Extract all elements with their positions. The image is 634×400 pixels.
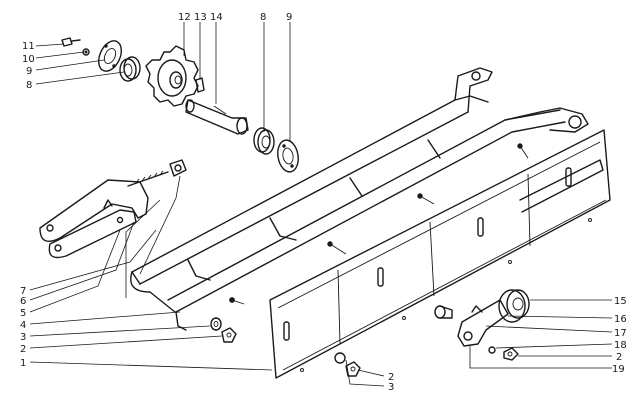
label-8-left: 8	[26, 80, 32, 91]
label-1: 1	[20, 358, 26, 369]
label-14: 14	[210, 12, 223, 23]
shaft-parts-right	[253, 127, 299, 173]
tensioner-group	[434, 289, 530, 361]
label-3-bottom: 3	[388, 382, 394, 393]
label-5: 5	[20, 308, 26, 319]
label-17: 17	[614, 328, 627, 339]
label-6: 6	[20, 296, 26, 307]
label-13: 13	[194, 12, 207, 23]
label-18: 18	[614, 340, 627, 351]
label-15: 15	[614, 296, 627, 307]
label-7: 7	[20, 286, 26, 297]
label-2-bottom: 2	[388, 372, 394, 383]
shaft-parts-left	[61, 37, 141, 82]
label-12: 12	[178, 12, 191, 23]
key-and-shaft	[185, 77, 249, 135]
fasteners-left	[210, 317, 361, 377]
label-3-left: 3	[20, 332, 26, 343]
label-2-left: 2	[20, 344, 26, 355]
label-19: 19	[612, 364, 625, 375]
leader-lines	[29, 22, 613, 387]
label-9-top: 9	[286, 12, 292, 23]
fork-bracket	[39, 159, 187, 259]
sprocket	[145, 45, 199, 107]
label-16: 16	[614, 314, 627, 325]
side-plate	[269, 129, 611, 379]
frame-assembly	[130, 67, 589, 331]
label-11: 11	[22, 41, 35, 52]
part-number-labels: 11 10 9 8 12 13 14 8 9 7 6 5 4 3 2 1 15 …	[20, 12, 627, 393]
label-10: 10	[22, 54, 35, 65]
label-4: 4	[20, 320, 26, 331]
label-2-right: 2	[616, 352, 622, 363]
label-8-top: 8	[260, 12, 266, 23]
label-9-left: 9	[26, 66, 32, 77]
